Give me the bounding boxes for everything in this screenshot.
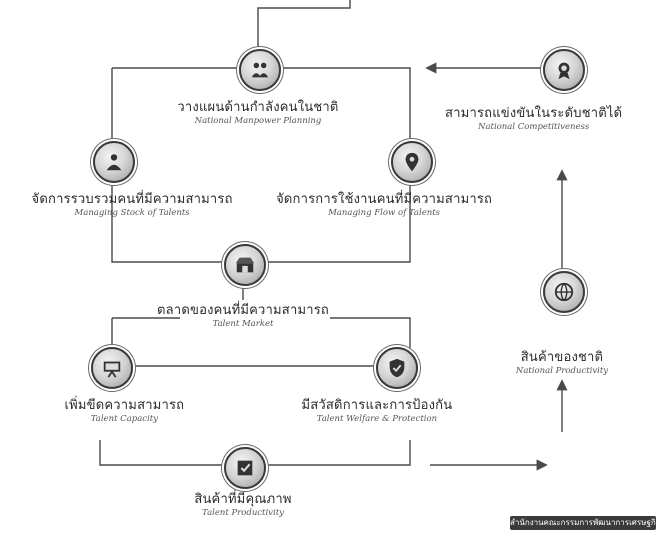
market-frame [111,317,411,348]
welfare-en: Talent Welfare & Protection [316,414,438,424]
national-productivity-th: สินค้าของชาติ [520,350,604,365]
talent-productivity-th: สินค้าที่มีคุณภาพ [194,492,292,507]
talent-market-th: ตลาดของคนที่มีความสามารถ [157,303,329,318]
talent-capacity-label: เพิ่มขีดความสามารถ Talent Capacity [65,398,185,425]
quality-check-icon [224,447,266,489]
managing-flow-label: จัดการการใช้งานคนที่มีความสามารถ Managin… [276,192,492,219]
node-competitiveness: สามารถแข่งขันในระดับชาติได้ National Com… [445,49,622,132]
competitiveness-th: สามารถแข่งขันในระดับชาติได้ [445,106,623,121]
stock-flow-frame [111,172,411,263]
manpower-planning-en: National Manpower Planning [194,116,322,126]
managing-stock-en: Managing Stock of Talents [74,208,190,218]
talent-market-label: ตลาดของคนที่มีความสามารถ Talent Market [157,303,329,330]
managing-stock-label: จัดการรวบรวมคนที่มีความสามารถ Managing S… [32,192,233,219]
market-icon [224,244,266,286]
node-managing-stock: จัดการรวบรวมคนที่มีความสามารถ Managing S… [32,141,232,218]
shield-icon [376,347,418,389]
node-talent-market: ตลาดของคนที่มีความสามารถ Talent Market [157,244,329,329]
node-welfare: มีสวัสดิการและการป้องกัน Talent Welfare … [302,347,452,424]
managing-flow-en: Managing Flow of Talents [328,208,441,218]
competitiveness-en: National Competitiveness [478,122,590,132]
location-pin-icon [391,141,433,183]
node-national-productivity: สินค้าของชาติ National Productivity [516,271,608,376]
managing-flow-th: จัดการการใช้งานคนที่มีความสามารถ [276,192,493,207]
people-icon [239,49,281,91]
talent-capacity-th: เพิ่มขีดความสามารถ [64,398,185,413]
national-productivity-en: National Productivity [515,366,609,376]
welfare-th: มีสวัสดิการและการป้องกัน [301,398,453,413]
node-talent-capacity: เพิ่มขีดความสามารถ Talent Capacity [65,347,184,424]
group-icon [93,141,135,183]
node-talent-productivity: สินค้าที่มีคุณภาพ Talent Productivity [194,447,291,518]
manpower-planning-th: วางแผนด้านกำลังคนในชาติ [177,100,339,115]
talent-market-en: Talent Market [212,319,274,329]
talent-capacity-en: Talent Capacity [90,414,158,424]
planning-frame [111,67,411,150]
national-productivity-label: สินค้าของชาติ National Productivity [516,350,608,377]
welfare-label: มีสวัสดิการและการป้องกัน Talent Welfare … [302,398,453,425]
talent-productivity-label: สินค้าที่มีคุณภาพ Talent Productivity [194,492,291,519]
training-icon [91,347,133,389]
award-icon [543,49,585,91]
node-managing-flow: จัดการการใช้งานคนที่มีความสามารถ Managin… [276,141,492,218]
managing-stock-th: จัดการรวบรวมคนที่มีความสามารถ [31,192,233,207]
top-input-line [257,0,351,48]
node-manpower-planning: วางแผนด้านกำลังคนในชาติ National Manpowe… [177,49,338,126]
talent-productivity-en: Talent Productivity [202,508,284,518]
globe-icon [543,271,585,313]
competitiveness-label: สามารถแข่งขันในระดับชาติได้ National Com… [445,106,622,133]
manpower-planning-label: วางแผนด้านกำลังคนในชาติ National Manpowe… [177,100,338,127]
source-badge: สำนักงานคณะกรรมการพัฒนาการเศรษฐกิจ [510,516,656,530]
productivity-frame [99,440,411,466]
